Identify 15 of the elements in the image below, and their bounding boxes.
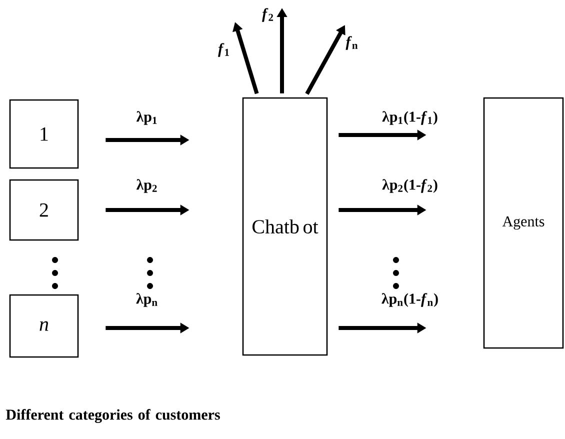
edge-label: f$_{n}$: [344, 35, 360, 51]
edge-label: λp$_{n}$: [134, 292, 160, 308]
edge-label: λp$_{2}$(1-f$_{2}$): [381, 178, 439, 194]
edge-label: λp$_{1}$: [135, 110, 159, 126]
edge-label: λp$_{1}$(1-f$_{1}$): [381, 110, 439, 126]
category-box: n: [9, 294, 79, 358]
edge-label: λp$_{n}$(1-f$_{n}$): [380, 292, 440, 308]
edge-label: f$_{1}$: [217, 42, 231, 58]
agents-box: Agents: [483, 97, 564, 349]
edge-label: f$_{2}$: [261, 7, 275, 23]
chatbot-box: Chatb ot: [242, 97, 328, 356]
category-box: 2: [9, 179, 79, 241]
edge-label: λp$_{2}$: [135, 178, 159, 194]
category-box: 1: [9, 99, 79, 169]
caption-text: Different categories of customers: [6, 409, 220, 423]
